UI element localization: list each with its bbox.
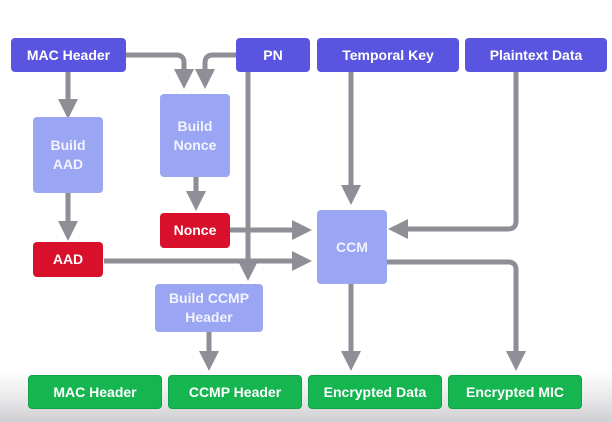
output-mac-header: MAC Header bbox=[28, 375, 162, 409]
process-build-ccmp-header: Build CCMP Header bbox=[155, 284, 263, 332]
arrow-pn-to-build-nonce bbox=[195, 52, 236, 89]
intermediate-nonce: Nonce bbox=[160, 213, 230, 248]
arrow-plaintext-to-ccm bbox=[388, 72, 519, 239]
arrow-ccm-to-encrypted-mic bbox=[387, 259, 526, 371]
arrow-mac-to-build-nonce bbox=[126, 52, 194, 89]
process-ccm: CCM bbox=[317, 210, 387, 284]
output-encrypted-data: Encrypted Data bbox=[308, 375, 442, 409]
input-temporal-key: Temporal Key bbox=[317, 38, 459, 72]
process-build-aad: Build AAD bbox=[33, 117, 103, 193]
output-ccmp-header: CCMP Header bbox=[168, 375, 302, 409]
intermediate-aad: AAD bbox=[33, 242, 103, 277]
input-plaintext-data: Plaintext Data bbox=[465, 38, 607, 72]
process-build-nonce: Build Nonce bbox=[160, 94, 230, 177]
input-mac-header: MAC Header bbox=[11, 38, 126, 72]
output-encrypted-mic: Encrypted MIC bbox=[448, 375, 582, 409]
input-pn: PN bbox=[236, 38, 310, 72]
